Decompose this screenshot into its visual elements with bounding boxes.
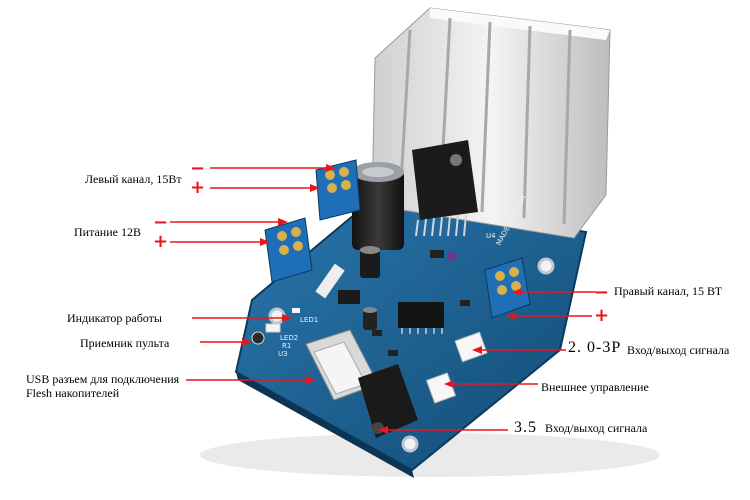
terminal-left-channel: [315, 159, 361, 221]
silk-r1: R1: [282, 342, 291, 350]
label-connector-size: 2. 0-3P: [568, 339, 622, 356]
silk-u4: U4: [486, 232, 496, 240]
terminal-right-channel: [484, 257, 531, 319]
silk-led2: LED2: [280, 334, 298, 342]
label-indicator: Индикатор работы: [67, 311, 162, 325]
label-io-signal: Вход/выход сигнала: [627, 343, 730, 357]
plus-sign-left: +: [190, 177, 206, 198]
minus-sign-left: −: [190, 158, 206, 179]
minus-sign-power: −: [153, 212, 169, 233]
terminal-power: [264, 217, 313, 283]
label-usb-line1: USB разъем для подключения: [26, 372, 180, 386]
label-jack-size: 3.5: [514, 419, 537, 436]
plus-sign-power: +: [153, 231, 169, 252]
capacitor: [352, 162, 404, 250]
label-usb-line2: Flesh накопителей: [26, 386, 120, 400]
heatsink: [371, 7, 611, 239]
minus-sign-right: −: [594, 282, 610, 303]
label-left-channel: Левый канал, 15Вт: [85, 172, 182, 186]
label-right-channel: Правый канал, 15 ВТ: [614, 284, 723, 298]
label-remote-receiver: Приемник пульта: [80, 336, 170, 350]
silk-u3: U3: [278, 350, 288, 358]
plus-sign-right: +: [594, 305, 610, 326]
label-external-control: Внешнее управление: [541, 380, 649, 394]
label-io-signal-2: Вход/выход сигнала: [545, 421, 648, 435]
label-power: Питание 12В: [74, 225, 141, 239]
silk-led1: LED1: [300, 316, 318, 324]
